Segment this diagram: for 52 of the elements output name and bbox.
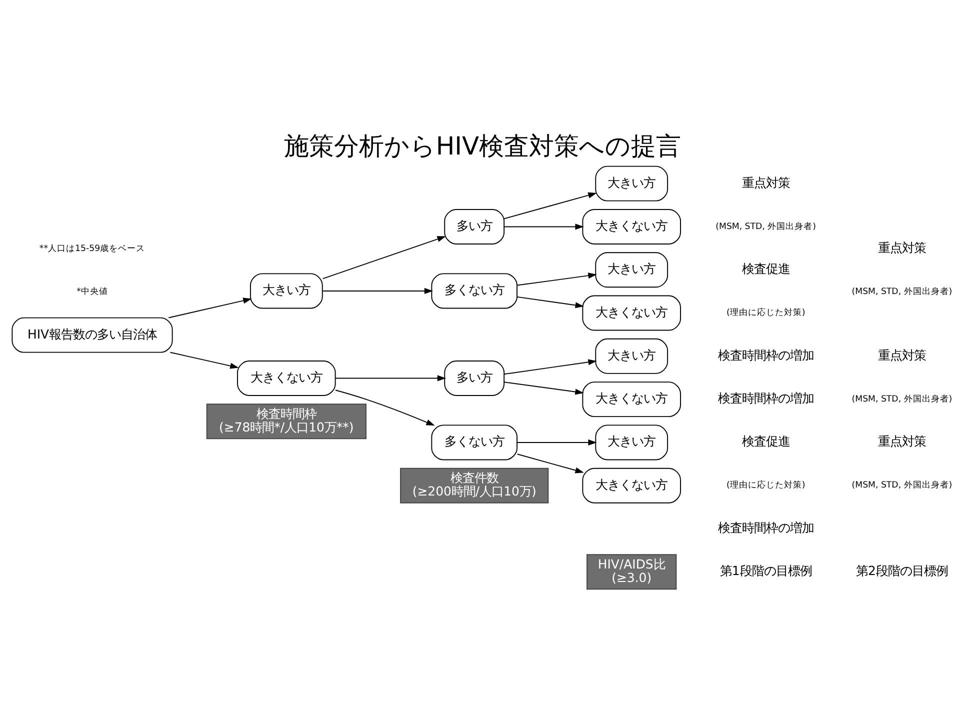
diagram-title: 施策分析からHIV検査対策への提言	[284, 132, 682, 161]
label: 検査促進	[742, 261, 790, 276]
node-box: 検査件数 (≥200時間/人口10万)	[400, 468, 549, 504]
label: 検査時間枠の増加	[718, 390, 814, 406]
node-box: 大きい方	[595, 424, 668, 460]
node-box: HIV/AIDS比 (≥3.0)	[586, 554, 677, 590]
arrow	[322, 288, 434, 294]
node-box: 大きい方	[595, 166, 668, 202]
label: (MSM, STD, 外国出身者)	[852, 287, 952, 298]
arrow	[504, 382, 584, 395]
node-box: 多くない方	[431, 273, 518, 309]
node-box: 大きくない方	[582, 468, 681, 504]
node-box: 大きい方	[250, 273, 323, 309]
node-box: 大きくない方	[582, 382, 681, 418]
label: 重点対策	[878, 347, 926, 362]
arrow	[335, 375, 446, 382]
label: (理由に応じた対策)	[726, 308, 806, 318]
node-box: 多くない方	[431, 424, 518, 460]
arrow	[504, 224, 584, 230]
label: 重点対策	[878, 434, 926, 449]
node-box: HIV報告数の多い自治体	[12, 317, 173, 353]
label: 重点対策	[878, 240, 926, 256]
arrow	[170, 352, 239, 369]
label: 第1段階の目標例	[720, 563, 812, 578]
label: 検査時間枠の増加	[718, 347, 814, 362]
label: **人口は15-59歳をベース	[39, 244, 146, 254]
node-box: 大きくない方	[582, 295, 681, 331]
arrow	[516, 272, 597, 286]
label: 検査時間枠の増加	[718, 520, 814, 536]
node-box: 多い方	[444, 208, 505, 244]
arrow	[516, 296, 584, 308]
arrow	[334, 390, 435, 426]
label: 検査促進	[742, 434, 790, 449]
arrow	[516, 439, 597, 446]
arrow	[322, 236, 446, 280]
label: (MSM, STD, 外国出身者)	[716, 222, 816, 232]
label: *中央値	[76, 287, 108, 298]
label: (理由に応じた対策)	[726, 480, 806, 491]
node-box: 大きくない方	[237, 360, 336, 396]
node-box: 多い方	[444, 360, 505, 396]
label: (MSM, STD, 外国出身者)	[852, 480, 952, 491]
node-box: 大きくない方	[582, 208, 681, 244]
node-box: 大きい方	[595, 338, 668, 374]
label: 第2段階の目標例	[856, 563, 948, 578]
arrow	[504, 359, 597, 375]
label: 重点対策	[742, 174, 790, 190]
node-box: 大きい方	[595, 252, 668, 288]
node-box: 検査時間枠 (≥78時間*/人口10万**)	[206, 404, 366, 440]
arrow	[504, 192, 597, 220]
arrow	[168, 298, 252, 318]
arrow	[516, 454, 584, 474]
label: (MSM, STD, 外国出身者)	[852, 394, 952, 404]
